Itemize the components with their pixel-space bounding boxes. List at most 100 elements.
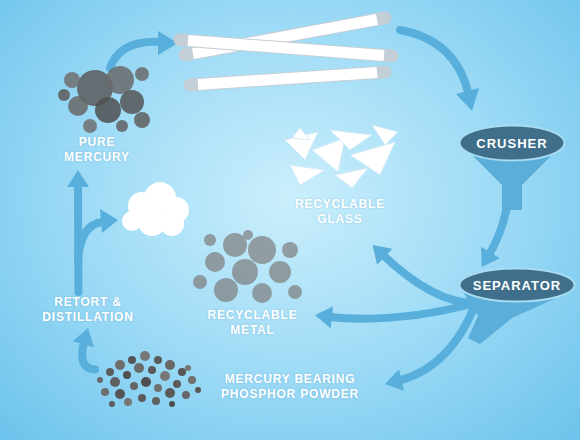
stage-group: RECYCLABLE GLASS: [275, 125, 405, 245]
node-label: SEPARATOR: [458, 267, 576, 303]
powder-grain: [188, 376, 196, 384]
powder-grain: [165, 360, 175, 370]
arrow-head: [385, 369, 404, 390]
powder-grain: [185, 365, 191, 371]
cloud-puff: [160, 212, 184, 236]
flow-arrow: [73, 328, 95, 369]
fluorescent-tubes: [180, 18, 392, 85]
mercury-drop: [135, 67, 149, 81]
arrow-head: [456, 88, 479, 111]
mercury-drop: [95, 97, 121, 123]
tube: [198, 73, 377, 85]
powder-grain: [141, 377, 151, 387]
powder-grain: [154, 356, 162, 364]
flow-arrow: [373, 245, 476, 303]
powder-grain: [140, 351, 150, 361]
mercury-drop: [58, 89, 70, 101]
glass-shard: [290, 165, 325, 185]
arrow-head: [100, 209, 118, 233]
flow-arrow: [385, 303, 476, 391]
stage-group: RETORT & DISTILLATION: [28, 292, 148, 328]
node-label: RECYCLABLE METAL: [200, 308, 305, 338]
node-label: MERCURY BEARING PHOSPHOR POWDER: [200, 372, 380, 402]
stage-group: MERCURY BEARING PHOSPHOR POWDER: [95, 352, 385, 410]
glass-shard: [312, 138, 345, 172]
cloud-puff: [122, 211, 142, 231]
arrow-head: [100, 31, 479, 233]
mercury-drop: [106, 66, 134, 94]
glass-shard: [292, 128, 310, 140]
metal-particle: [243, 230, 253, 240]
powder-grain: [128, 356, 136, 364]
stage-group: RECYCLABLE METAL: [190, 228, 315, 340]
powder-grain: [152, 397, 160, 405]
vapour-cloud: [122, 182, 189, 236]
metal-particle: [232, 259, 258, 285]
powder-grain: [169, 401, 175, 407]
cycle-arrow: [400, 30, 468, 92]
powder-grain: [110, 377, 120, 387]
powder-grain: [195, 387, 201, 393]
powder-grain: [173, 380, 181, 388]
powder-grain: [97, 377, 103, 383]
flow-line: [397, 303, 476, 381]
flow-arrow: [315, 303, 476, 328]
node-label: PURE MERCURY: [57, 135, 137, 165]
powder-grain: [138, 394, 146, 402]
metal-particle: [288, 285, 302, 299]
glass-shards: [285, 125, 398, 188]
powder-grain: [148, 366, 156, 374]
powder-grain: [124, 398, 132, 406]
flow-line: [327, 303, 476, 319]
glass-shard: [335, 168, 368, 188]
powder-grain: [106, 368, 114, 376]
powder-grain: [165, 388, 175, 398]
tube-cap: [190, 72, 385, 85]
arrow-head: [67, 170, 89, 187]
powder-grain: [115, 389, 125, 399]
glass-shard: [330, 130, 372, 150]
powder-grain: [101, 388, 109, 396]
mercury-drop: [83, 119, 97, 133]
metal-particle: [204, 234, 216, 246]
arrow-head: [373, 245, 393, 265]
powder-grain: [178, 368, 186, 376]
process-oval: SEPARATOR: [458, 267, 576, 303]
tube-cap: [180, 40, 392, 56]
flow-line: [381, 253, 476, 303]
metal-particle: [269, 261, 291, 283]
metal-particle: [205, 252, 225, 272]
process-oval: CRUSHER: [458, 124, 566, 162]
mercury-drop: [116, 120, 128, 132]
cycle-arrow: [78, 222, 102, 262]
node-label: RETORT & DISTILLATION: [28, 295, 148, 325]
metal-particle: [193, 275, 207, 289]
powder-grain: [109, 401, 115, 407]
node-label: RECYCLABLE GLASS: [290, 197, 390, 227]
cycle-arrow: [78, 30, 468, 262]
powder-grain: [160, 371, 170, 381]
mercury-blobs: [58, 66, 150, 133]
mercury-drop: [120, 90, 144, 114]
powder-grain: [154, 384, 162, 392]
arrow-head: [73, 328, 94, 347]
metal-particles: [193, 230, 302, 303]
arrow-head: [481, 247, 500, 267]
metal-particle: [282, 242, 298, 258]
metal-particle: [252, 283, 272, 303]
glass-shard: [372, 125, 398, 145]
phosphor-powder: [97, 351, 201, 407]
powder-grain: [134, 363, 144, 373]
mercury-drop: [68, 96, 88, 116]
powder-grain: [123, 371, 131, 379]
stage-group: PURE MERCURY: [40, 55, 155, 170]
node-label: CRUSHER: [458, 124, 566, 162]
powder-grain: [182, 391, 190, 399]
metal-particle: [214, 278, 238, 302]
powder-grain: [130, 382, 138, 390]
mercury-drop: [134, 112, 150, 128]
metal-particle: [248, 236, 276, 264]
mercury-drop: [64, 72, 80, 88]
arrow-head: [315, 306, 333, 328]
tube: [188, 41, 384, 56]
